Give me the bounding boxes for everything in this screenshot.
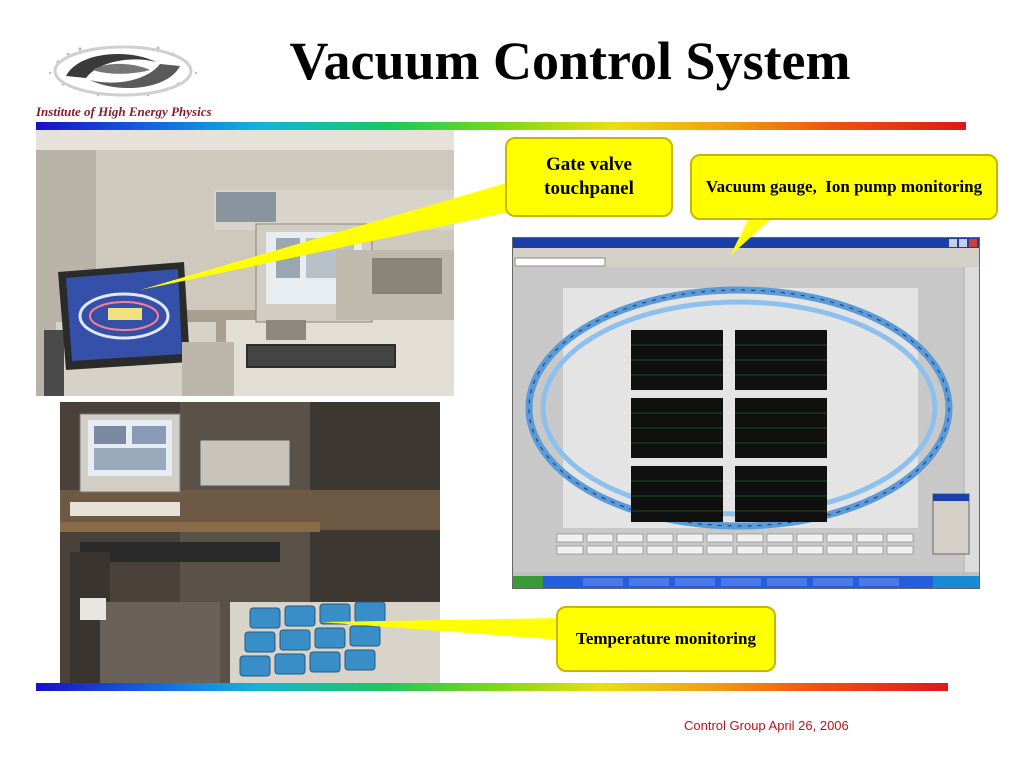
footer-text: Control Group April 26, 2006 <box>684 718 849 733</box>
callout-gate-valve: Gate valve touchpanel <box>505 137 673 217</box>
callout-vacuum-gauge-text: Vacuum gauge, Ion pump monitoring <box>705 177 983 196</box>
callout-gate-valve-text: Gate valve touchpanel <box>544 154 634 199</box>
institute-name: Institute of High Energy Physics <box>36 104 212 119</box>
slide-title: Vacuum Control System <box>289 31 851 91</box>
photo-temperature-monitoring <box>60 402 440 686</box>
top-divider <box>36 122 966 130</box>
ihep-logo: Institute of High Energy Physics <box>28 40 228 130</box>
photo-gate-valve-touchpanel <box>36 130 454 396</box>
callout-vacuum-gauge: Vacuum gauge, Ion pump monitoring <box>690 154 998 220</box>
bottom-divider <box>36 683 948 691</box>
callout-temperature: Temperature monitoring <box>556 606 776 672</box>
swirl-logo-icon <box>48 45 198 97</box>
callout-temperature-text: Temperature monitoring <box>576 629 756 648</box>
vacuum-monitoring-screenshot <box>512 237 980 589</box>
